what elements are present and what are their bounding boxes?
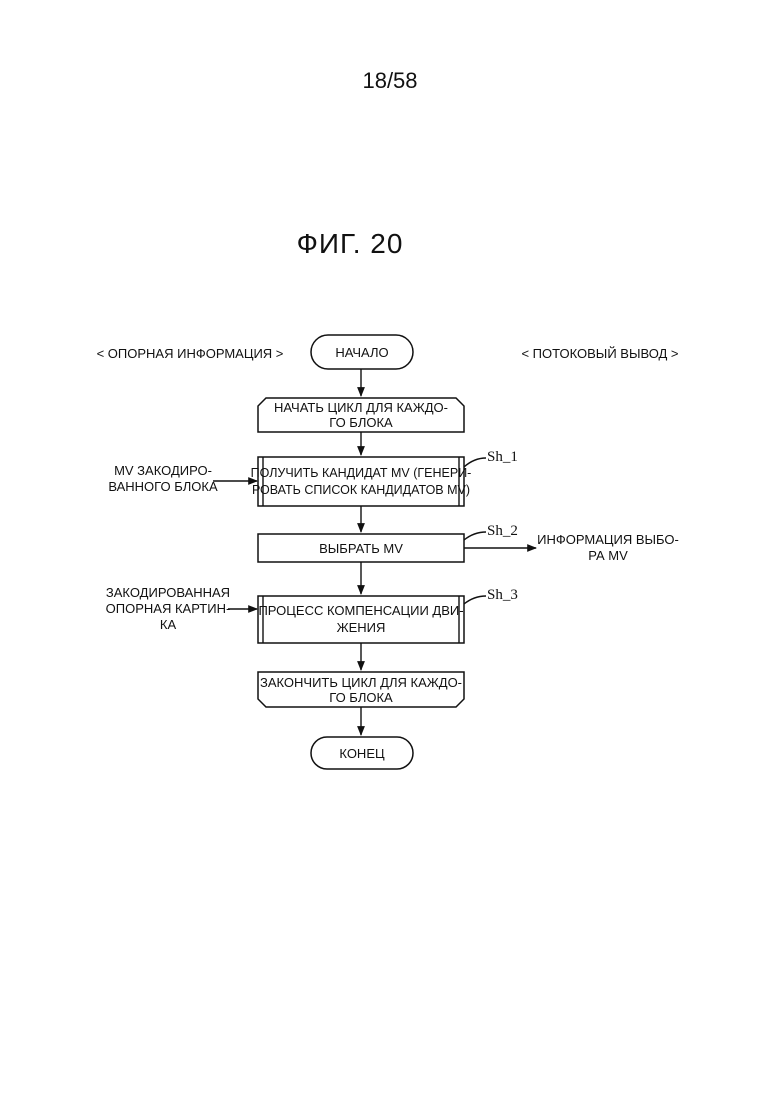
- get-candidates-label-line1: ПОЛУЧИТЬ КАНДИДАТ MV (ГЕНЕРИ-: [251, 466, 472, 480]
- step-ref-sh2: Sh_2: [487, 523, 518, 539]
- process-get-candidates: [258, 457, 464, 506]
- loop-end-label-line2: ГО БЛОКА: [329, 690, 393, 705]
- input-encoded-ref-picture-line1: ЗАКОДИРОВАННАЯ: [106, 585, 230, 600]
- loop-end-label-line1: ЗАКОНЧИТЬ ЦИКЛ ДЛЯ КАЖДО-: [260, 675, 462, 690]
- leader-sh2: [464, 532, 486, 540]
- leader-sh3: [464, 596, 486, 604]
- start-label: НАЧАЛО: [335, 345, 388, 360]
- step-ref-sh1: Sh_1: [487, 449, 518, 465]
- get-candidates-label-line2: РОВАТЬ СПИСОК КАНДИДАТОВ MV): [252, 483, 470, 497]
- motion-comp-label-line2: ЖЕНИЯ: [337, 620, 386, 635]
- column-header-reference-info: < ОПОРНАЯ ИНФОРМАЦИЯ >: [97, 346, 284, 361]
- input-encoded-ref-picture-line2: ОПОРНАЯ КАРТИН-: [106, 601, 231, 616]
- column-header-stream-output: < ПОТОКОВЫЙ ВЫВОД >: [521, 346, 678, 361]
- select-mv-label: ВЫБРАТЬ MV: [319, 541, 403, 556]
- output-mv-selection-info-line2: РА MV: [588, 548, 628, 563]
- step-ref-sh3: Sh_3: [487, 587, 518, 603]
- end-label: КОНЕЦ: [339, 746, 385, 761]
- input-encoded-block-mv-line1: MV ЗАКОДИРО-: [114, 463, 212, 478]
- input-encoded-ref-picture-line3: КА: [160, 617, 177, 632]
- loop-start-label-line2: ГО БЛОКА: [329, 415, 393, 430]
- input-encoded-block-mv-line2: ВАННОГО БЛОКА: [108, 479, 218, 494]
- output-mv-selection-info-line1: ИНФОРМАЦИЯ ВЫБО-: [537, 532, 679, 547]
- motion-comp-label-line1: ПРОЦЕСС КОМПЕНСАЦИИ ДВИ-: [258, 603, 463, 618]
- loop-start-label-line1: НАЧАТЬ ЦИКЛ ДЛЯ КАЖДО-: [274, 400, 448, 415]
